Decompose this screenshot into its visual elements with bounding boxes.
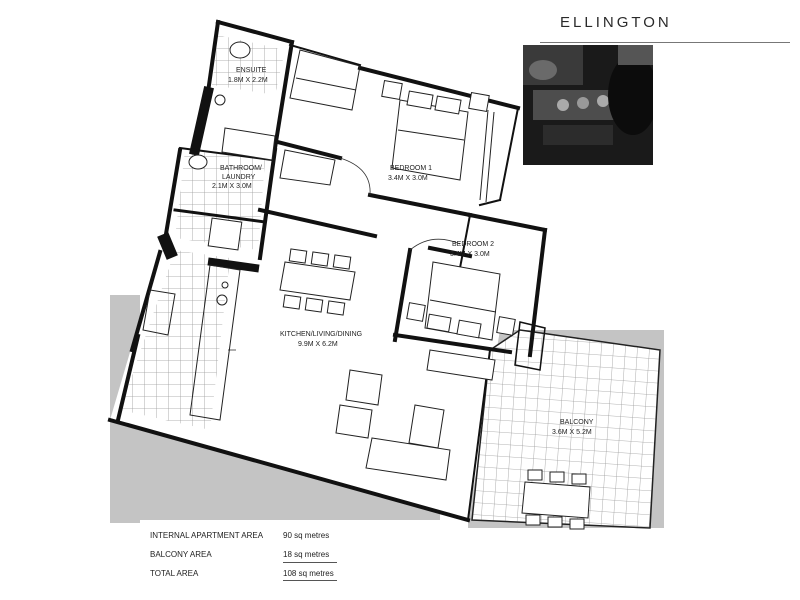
total-rule [283, 562, 337, 563]
bathroom-floor-tiles [175, 150, 265, 250]
brand-rule [540, 42, 790, 43]
bedroom2-size: 3.4M X 3.0M [450, 251, 490, 258]
area-label-total: TOTAL AREA [150, 569, 199, 578]
balcony-size: 3.6M X 5.2M [552, 429, 592, 436]
area-value-balcony: 18 sq metres [283, 550, 330, 559]
balcony-label: BALCONY [560, 419, 594, 426]
walls [107, 19, 548, 523]
kitchen-size: 9.9M X 6.2M [298, 341, 338, 348]
area-label-balcony: BALCONY AREA [150, 550, 212, 559]
bedroom1-label: BEDROOM 1 [390, 165, 432, 172]
balcony-table [521, 469, 591, 530]
bath-fixtures [188, 41, 276, 251]
area-value-internal: 90 sq metres [283, 531, 330, 540]
kitchen-label: KITCHEN/LIVING/DINING [280, 331, 362, 338]
ensuite-label: ENSUITE [236, 67, 267, 74]
photo-graphic [523, 45, 653, 165]
bed-1 [381, 79, 490, 181]
bathroom-size: 2.1M X 3.0M [212, 183, 252, 190]
bedroom1-size: 3.4M X 3.0M [388, 175, 428, 182]
bathroom-label-2: LAUNDRY [222, 174, 256, 181]
area-value-total: 108 sq metres [283, 569, 334, 578]
kitchen-bench [142, 264, 241, 421]
kitchen-floor-tiles [120, 250, 230, 430]
brand-title: ELLINGTON [560, 14, 672, 31]
area-label-internal: INTERNAL APARTMENT AREA [150, 531, 264, 540]
dining-table [279, 248, 356, 316]
interior-photo [523, 45, 653, 165]
total-underline [283, 580, 337, 581]
ensuite-size: 1.8M X 2.2M [228, 77, 268, 84]
bed-2 [406, 261, 516, 341]
living-furniture [335, 349, 496, 481]
bedroom2-label: BEDROOM 2 [452, 241, 494, 248]
bathroom-label-1: BATHROOM/ [220, 165, 262, 172]
wardrobe [279, 49, 495, 203]
